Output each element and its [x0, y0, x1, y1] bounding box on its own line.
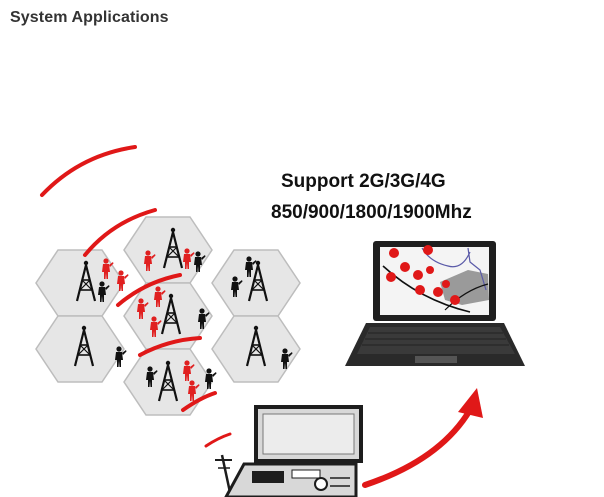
- laptop-icon: [345, 241, 525, 366]
- network-support-label: Support 2G/3G/4G: [281, 171, 446, 192]
- frequency-bands-label: 850/900/1800/1900Mhz: [271, 202, 472, 223]
- system-application-diagram: [35, 145, 525, 497]
- hex-cell: [211, 249, 301, 317]
- signal-wave: [40, 145, 137, 197]
- hex-cell: [35, 249, 125, 317]
- signal-wave: [116, 273, 182, 307]
- hex-cell: [123, 348, 213, 416]
- curved-arrow-icon: [362, 388, 483, 488]
- signal-arcs: [40, 145, 232, 448]
- base-station-icon: [215, 405, 363, 497]
- signal-wave: [204, 432, 232, 448]
- cell-grid: [35, 216, 301, 416]
- signal-wave: [138, 336, 202, 357]
- signal-wave: [83, 208, 157, 257]
- person-icon: [115, 346, 127, 367]
- signal-wave: [181, 391, 217, 412]
- page-title: System Applications: [10, 9, 169, 26]
